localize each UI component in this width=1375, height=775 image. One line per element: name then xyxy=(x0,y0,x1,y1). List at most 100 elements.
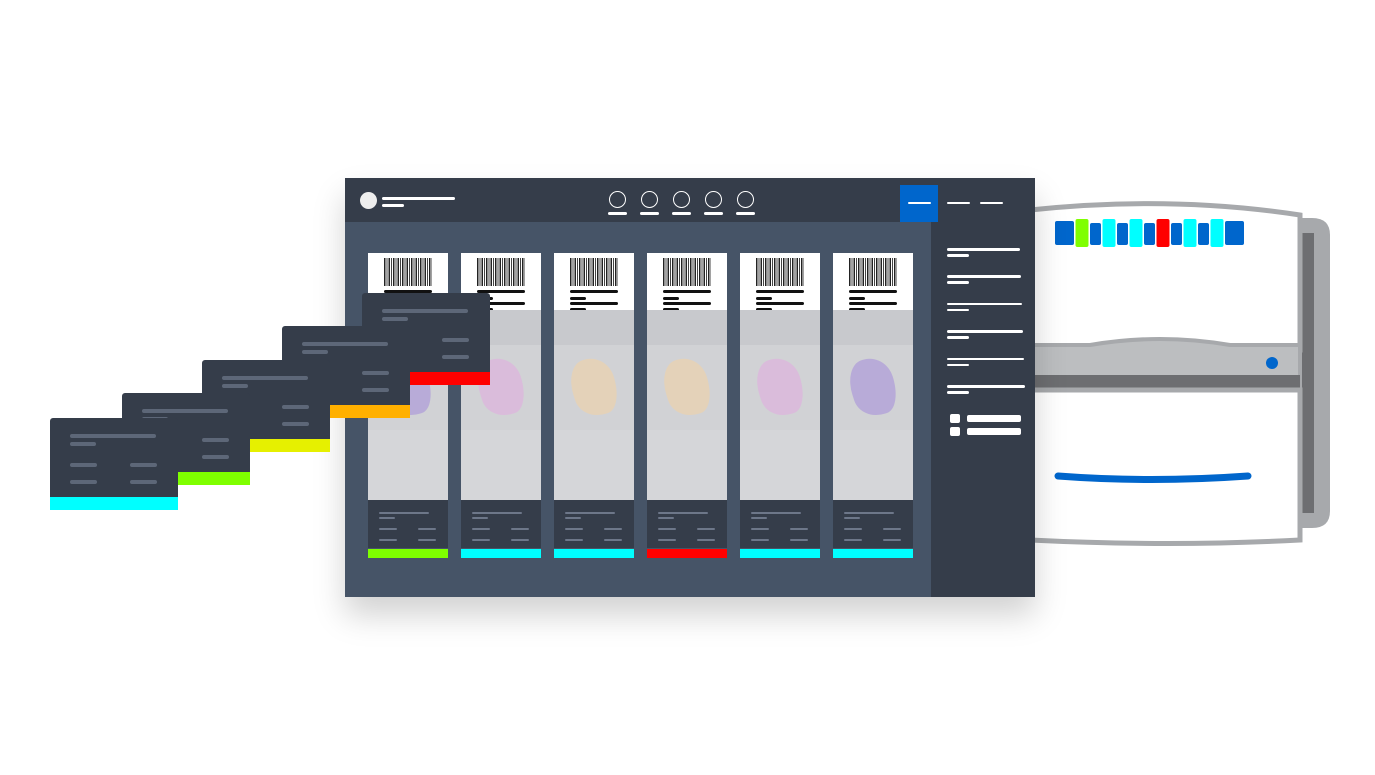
result-card[interactable] xyxy=(50,418,178,510)
info-line xyxy=(379,517,395,519)
barcode-icon xyxy=(570,258,618,286)
card-line xyxy=(302,342,388,346)
panel-line xyxy=(947,330,1023,333)
app-window xyxy=(345,178,1035,597)
panel-subline xyxy=(947,254,969,257)
avatar[interactable] xyxy=(360,192,377,209)
slide-info xyxy=(833,500,913,548)
info-line xyxy=(472,512,522,514)
circle-icon[interactable] xyxy=(609,191,626,208)
slide-card[interactable] xyxy=(833,253,913,558)
slide-glass xyxy=(554,310,634,500)
slot-indicator xyxy=(1055,221,1074,245)
card-line xyxy=(302,350,328,354)
label-text-line xyxy=(570,302,618,305)
slot-indicator xyxy=(1144,223,1155,245)
status-strip xyxy=(461,549,541,558)
nav-icon-label xyxy=(704,212,723,215)
card-line xyxy=(362,388,389,392)
card-line xyxy=(442,355,469,359)
info-line xyxy=(844,512,894,514)
card-line xyxy=(130,480,157,484)
info-line xyxy=(565,512,615,514)
card-line xyxy=(70,442,96,446)
label-text-line xyxy=(756,297,772,300)
label-text-line xyxy=(570,297,586,300)
circle-icon[interactable] xyxy=(673,191,690,208)
panel-subline xyxy=(947,363,969,367)
card-line xyxy=(282,405,309,409)
card-line xyxy=(222,384,248,388)
slide-card[interactable] xyxy=(647,253,727,558)
label-text-line xyxy=(849,290,897,293)
card-line xyxy=(130,463,157,467)
slide-label xyxy=(554,253,634,311)
circle-icon[interactable] xyxy=(705,191,722,208)
label-text-line xyxy=(849,302,897,305)
card-line xyxy=(142,409,228,413)
slide-card[interactable] xyxy=(461,253,541,558)
info-line xyxy=(751,528,769,530)
glass-band xyxy=(833,310,913,345)
info-line xyxy=(883,528,901,530)
checkbox[interactable] xyxy=(950,414,960,423)
slot-indicator xyxy=(1090,223,1101,245)
label-text-line xyxy=(849,308,865,311)
card-line xyxy=(382,309,468,313)
view-button-2[interactable] xyxy=(947,202,970,204)
info-line xyxy=(379,512,429,514)
panel-line xyxy=(947,385,1025,388)
info-line xyxy=(751,539,769,541)
nav-icon-label xyxy=(736,212,755,215)
slot-indicator xyxy=(1198,223,1209,245)
circle-icon[interactable] xyxy=(641,191,658,208)
nav-icon-label xyxy=(640,212,659,215)
slide-label xyxy=(647,253,727,311)
checkbox[interactable] xyxy=(950,427,960,436)
slide-label xyxy=(833,253,913,311)
label-text-line xyxy=(663,308,679,311)
checkbox-label xyxy=(967,415,1021,422)
label-text-line xyxy=(663,297,679,300)
info-line xyxy=(658,512,708,514)
slide-scanner-device xyxy=(1027,201,1330,546)
active-view-button[interactable] xyxy=(900,185,938,222)
info-line xyxy=(604,528,622,530)
slide-card[interactable] xyxy=(554,253,634,558)
info-line xyxy=(751,517,767,519)
title-line xyxy=(382,197,455,200)
label-text-line xyxy=(663,302,711,305)
info-line xyxy=(658,528,676,530)
card-line xyxy=(442,338,469,342)
label-text-line xyxy=(570,290,618,293)
slot-indicator xyxy=(1183,219,1197,247)
panel-subline xyxy=(947,281,969,284)
slot-indicator xyxy=(1129,219,1143,247)
label-text-line xyxy=(663,290,711,293)
slot-indicator xyxy=(1117,223,1128,245)
status-strip xyxy=(833,549,913,558)
details-panel xyxy=(931,222,1035,597)
label-text-line xyxy=(849,297,865,300)
label-text-line xyxy=(756,308,772,311)
info-line xyxy=(565,539,583,541)
panel-subline xyxy=(947,336,969,339)
menu-line-icon xyxy=(908,202,931,204)
slide-glass xyxy=(647,310,727,500)
info-line xyxy=(565,528,583,530)
glass-band xyxy=(647,310,727,345)
circle-icon[interactable] xyxy=(737,191,754,208)
panel-subline xyxy=(947,308,969,312)
slide-info xyxy=(740,500,820,548)
power-indicator-dot xyxy=(1266,357,1278,369)
card-line xyxy=(382,317,408,321)
info-line xyxy=(790,539,808,541)
info-line xyxy=(658,539,676,541)
panel-line xyxy=(947,302,1022,306)
slide-card[interactable] xyxy=(740,253,820,558)
card-line xyxy=(70,463,97,467)
view-button-3[interactable] xyxy=(980,202,1003,204)
card-line xyxy=(70,480,97,484)
info-line xyxy=(472,539,490,541)
info-line xyxy=(790,528,808,530)
